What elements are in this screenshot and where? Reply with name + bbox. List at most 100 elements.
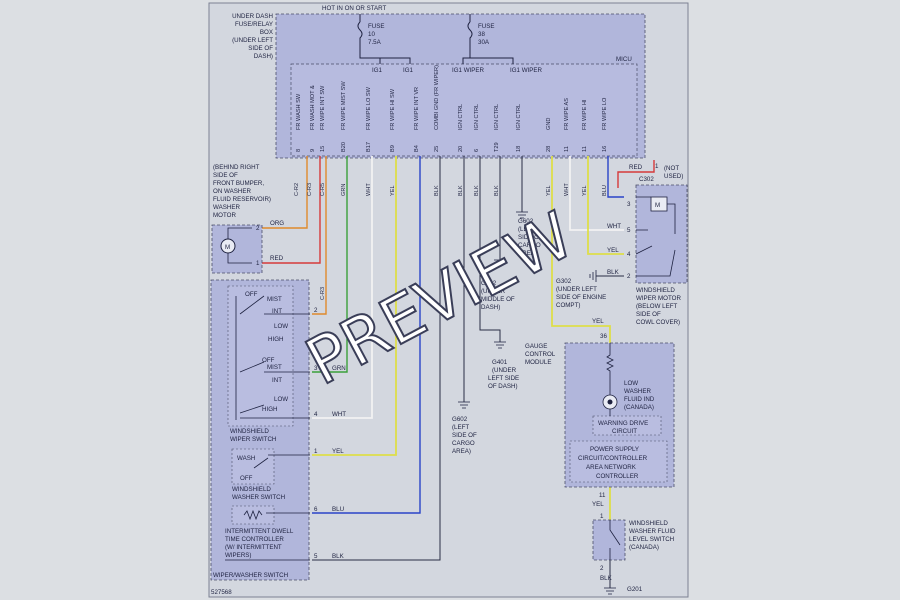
svg-text:OFF: OFF — [245, 291, 258, 298]
svg-text:G201: G201 — [627, 586, 643, 593]
micu-column-pin: 28 — [546, 146, 552, 152]
svg-text:(UNDER LEFT: (UNDER LEFT — [232, 37, 273, 44]
svg-text:G602: G602 — [452, 416, 468, 423]
wiper-motor-name: WINDSHIELD WIPER MOTOR (BELOW LEFT SIDE … — [636, 287, 681, 326]
svg-text:FRONT BUMPER,: FRONT BUMPER, — [213, 180, 264, 187]
svg-text:WINDSHIELD: WINDSHIELD — [636, 287, 675, 294]
switch-wire-tags: GRN WHT YEL BLU BLK — [332, 365, 346, 560]
svg-text:WASHER FLUID: WASHER FLUID — [629, 528, 676, 535]
gauge-wire-bottom: YEL — [592, 501, 604, 508]
svg-text:WHT: WHT — [332, 411, 346, 418]
svg-text:5: 5 — [314, 553, 318, 560]
svg-text:CONTROL: CONTROL — [525, 351, 556, 358]
svg-text:GAUGE: GAUGE — [525, 343, 547, 350]
svg-text:(UNDER: (UNDER — [481, 288, 506, 295]
washer-switch-contact — [253, 454, 310, 469]
micu-column-label: IGN CTRL — [516, 104, 522, 130]
wiper-not-used: (NOT USED) — [664, 165, 683, 180]
washer-motor-location: (BEHIND RIGHT SIDE OF FRONT BUMPER, ON W… — [213, 164, 271, 219]
svg-text:DASH): DASH) — [481, 304, 500, 311]
svg-text:4: 4 — [627, 251, 631, 258]
indicator-label: LOW WASHER FLUID IND (CANADA) — [624, 380, 655, 411]
wiper-motor-pins: 1 3 5 4 2 — [627, 163, 659, 280]
svg-text:(UNDER LEFT: (UNDER LEFT — [556, 286, 597, 293]
svg-text:4: 4 — [314, 411, 318, 418]
svg-text:C-R5: C-R5 — [320, 183, 326, 196]
svg-text:HIGH: HIGH — [262, 406, 277, 413]
svg-text:POWER SUPPLY: POWER SUPPLY — [590, 446, 639, 453]
fuse-38-symbol — [462, 21, 514, 64]
dwell-controller-name: INTERMITTENT DWELL TIME CONTROLLER (W/ I… — [225, 528, 294, 559]
power-supply-label: POWER SUPPLY CIRCUIT/CONTROLLER AREA NET… — [578, 446, 648, 480]
ground-g602-a: G602 (LEFT SIDE OF CARGO AREA) — [452, 401, 477, 455]
svg-text:WIPER SWITCH: WIPER SWITCH — [230, 436, 276, 443]
svg-text:C-R3: C-R3 — [307, 183, 313, 196]
green-wire — [312, 156, 348, 373]
svg-text:WHT: WHT — [366, 183, 372, 196]
micu-panel — [290, 63, 638, 157]
svg-text:6: 6 — [314, 506, 318, 513]
svg-text:OFF: OFF — [262, 357, 275, 364]
svg-text:FUSE: FUSE — [368, 23, 385, 30]
washer-pin-2: 2 — [256, 225, 260, 232]
svg-text:C-R2: C-R2 — [294, 183, 300, 196]
svg-text:YEL: YEL — [390, 185, 396, 196]
micu-column-pin: 25 — [434, 146, 440, 152]
svg-text:INT: INT — [272, 308, 282, 315]
svg-text:CIRCUIT/CONTROLLER: CIRCUIT/CONTROLLER — [578, 455, 648, 462]
yellow-wire — [312, 156, 397, 456]
washer-mode-off: OFF — [240, 475, 253, 482]
svg-text:2: 2 — [314, 307, 318, 314]
svg-text:IG1 WIPER: IG1 WIPER — [452, 67, 485, 74]
svg-text:ON WASHER: ON WASHER — [213, 188, 251, 195]
svg-text:(UNDER: (UNDER — [492, 367, 517, 374]
micu-column-pin: B20 — [341, 142, 347, 152]
micu-column-pin: 15 — [320, 146, 326, 152]
svg-text:INTERMITTENT DWELL: INTERMITTENT DWELL — [225, 528, 294, 535]
wiper-switch-modes-upper: OFF MIST INT LOW HIGH — [245, 291, 288, 343]
warning-drive-sublabel: CIRCUIT — [612, 428, 637, 435]
warning-drive-label: WARNING DRIVE — [598, 420, 648, 427]
red-motor-wire — [617, 160, 655, 188]
black-wire-g401 — [479, 156, 501, 342]
washer-motor-leads — [227, 227, 252, 264]
red-wire — [262, 156, 321, 264]
level-pin-1: 1 — [600, 513, 604, 520]
indicator-dot — [607, 399, 613, 405]
micu-column-label: FR WIPE INT SW — [320, 85, 326, 130]
svg-text:3: 3 — [627, 201, 631, 208]
wiper-connector: C302 — [639, 176, 654, 183]
figure-id: 527568 — [211, 589, 232, 596]
washer-switch-name: WINDSHIELD WASHER SWITCH — [232, 486, 285, 501]
motor-m-glyph: M — [225, 244, 230, 251]
svg-text:TIME CONTROLLER: TIME CONTROLLER — [225, 536, 284, 543]
svg-text:G402: G402 — [481, 280, 497, 287]
washer-wire-red: RED — [270, 255, 284, 262]
svg-text:GRN: GRN — [332, 365, 346, 372]
svg-text:3: 3 — [314, 365, 318, 372]
svg-text:WIPER MOTOR: WIPER MOTOR — [636, 295, 681, 302]
switch-panel-title: WIPER/WASHER SWITCH — [213, 572, 288, 579]
micu-column-label: COMBI GND (FR WIPER) — [434, 65, 440, 130]
blue-wire — [312, 156, 421, 514]
micu-column-label: FR WIPE MIST SW — [341, 81, 347, 130]
svg-text:SIDE OF: SIDE OF — [452, 432, 477, 439]
svg-text:(BELOW LEFT: (BELOW LEFT — [636, 303, 677, 310]
gauge-label: GAUGE CONTROL MODULE — [525, 343, 556, 366]
svg-text:HIGH: HIGH — [268, 336, 283, 343]
power-supply-circuit — [569, 440, 668, 483]
svg-text:38: 38 — [478, 31, 485, 38]
svg-text:FLUID RESERVOIR): FLUID RESERVOIR) — [213, 196, 271, 203]
svg-text:BLU: BLU — [602, 185, 608, 196]
white-motor-wire — [569, 156, 624, 231]
svg-text:(LEFT: (LEFT — [452, 424, 469, 431]
gauge-pin-top: 36 — [600, 333, 607, 340]
micu-column-pin: B9 — [390, 145, 396, 152]
svg-text:CARGO: CARGO — [518, 242, 541, 249]
wiper-switch-box — [227, 285, 294, 427]
ground-g602-b: G602 (LEFT SIDE OF CARGO AREA) — [516, 211, 543, 257]
svg-text:30A: 30A — [478, 39, 490, 46]
micu-column-label: IGN CTRL — [458, 104, 464, 130]
svg-text:MIST: MIST — [267, 296, 282, 303]
svg-text:AREA): AREA) — [452, 448, 471, 455]
